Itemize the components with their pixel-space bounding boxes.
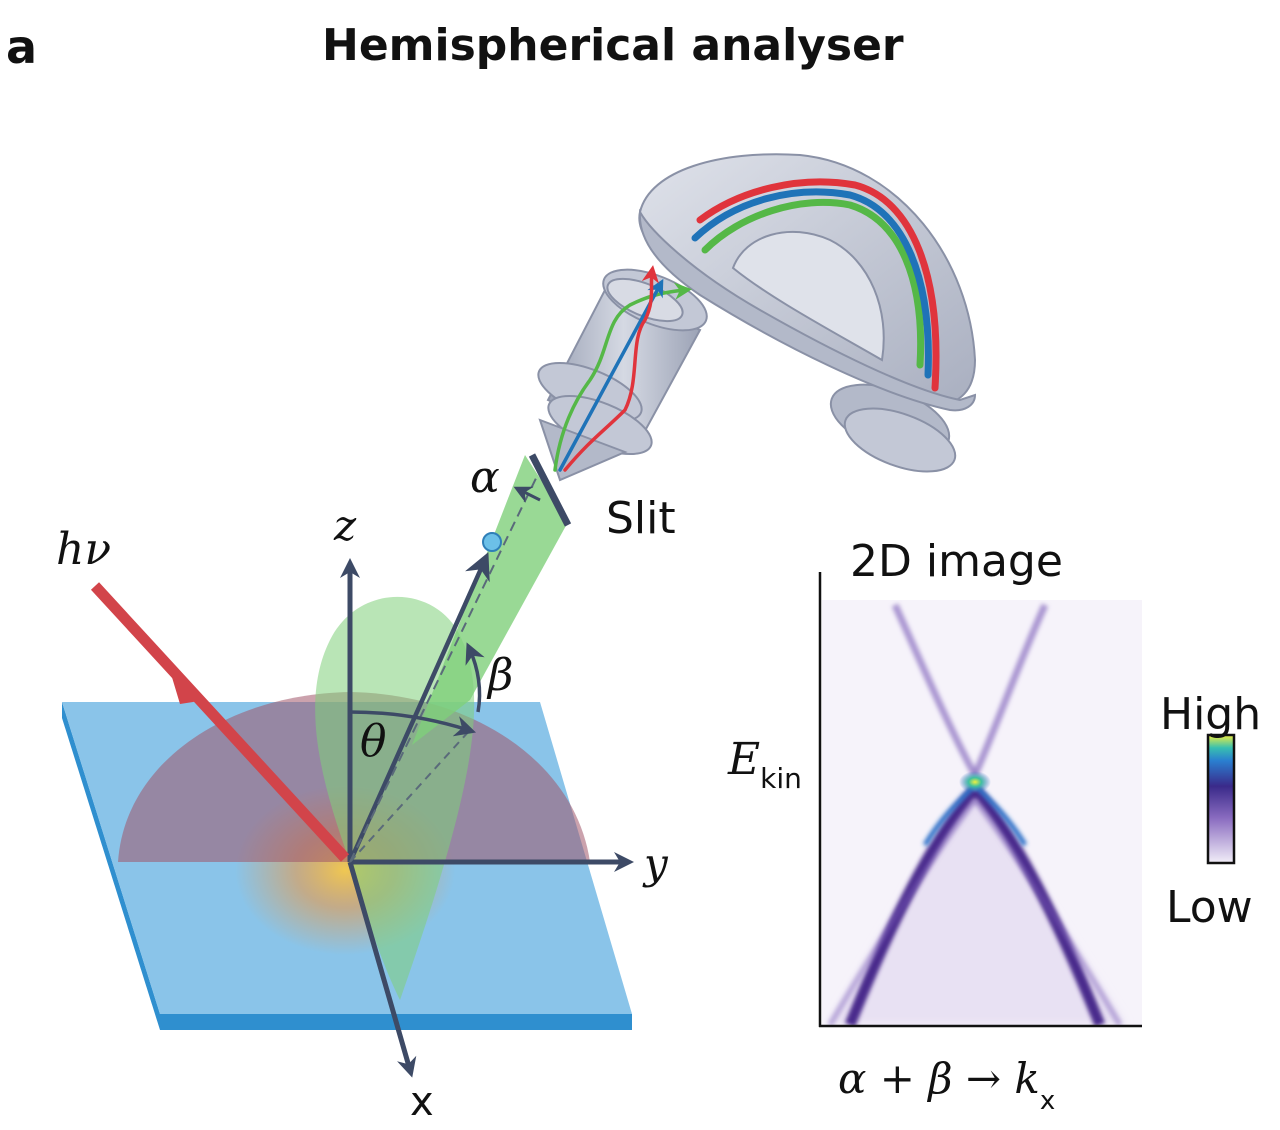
coordinate-axes [340, 558, 634, 1078]
arpes-image [822, 600, 1142, 1025]
slit-label: Slit [606, 493, 676, 544]
analyser-rim [638, 208, 977, 412]
band-upper-left [891, 603, 979, 777]
electron-trajectories [553, 178, 940, 472]
arc-red [696, 178, 940, 392]
x-axis [347, 861, 417, 1078]
alpha-arrow [513, 486, 541, 503]
energy-axis-symbol: E [728, 734, 761, 785]
beam-center-dash [349, 469, 541, 863]
band-lower-right [970, 786, 1106, 1025]
electron-dot [482, 532, 502, 552]
colorbar [1206, 733, 1236, 865]
energy-axis-label: Ekin [728, 738, 802, 793]
photon-beam [90, 582, 350, 862]
analyser-inner-hemisphere [731, 230, 885, 362]
x-axis-label: x [410, 1079, 434, 1125]
y-axis-label: y [644, 839, 668, 888]
theta-label: θ [360, 716, 387, 767]
theta-arc [349, 710, 477, 737]
arc-green [701, 198, 925, 369]
momentum-axis-text: α + β → k [838, 1054, 1040, 1103]
arc-blue [691, 188, 932, 379]
momentum-axis-label: α + β → kx [838, 1058, 1055, 1115]
colorbar-low-label: Low [1166, 882, 1253, 933]
momentum-axis-subscript: x [1039, 1086, 1056, 1116]
photon-beam-arrowhead [168, 664, 206, 704]
image-title: 2D image [850, 536, 1063, 587]
electron-direction-arrow [347, 552, 490, 863]
panel-letter: a [6, 20, 38, 74]
photon-label: hν [56, 524, 112, 575]
trajectory-red [563, 265, 660, 472]
slit [528, 453, 572, 527]
energy-axis-subscript: kin [760, 762, 802, 795]
alpha-label: α [470, 452, 500, 503]
projection-dash [349, 729, 471, 863]
z-axis-label: z [334, 501, 357, 550]
dirac-point-hotspot [959, 771, 991, 793]
figure-title: Hemispherical analyser [322, 20, 904, 71]
beta-label: β [488, 650, 514, 701]
colorbar-high-label: High [1160, 689, 1262, 740]
photoelectron-beam [412, 455, 568, 745]
beta-arc [465, 642, 485, 713]
band-lower-left [844, 786, 980, 1025]
trajectory-blue [558, 278, 664, 472]
band-upper-right [971, 603, 1049, 777]
